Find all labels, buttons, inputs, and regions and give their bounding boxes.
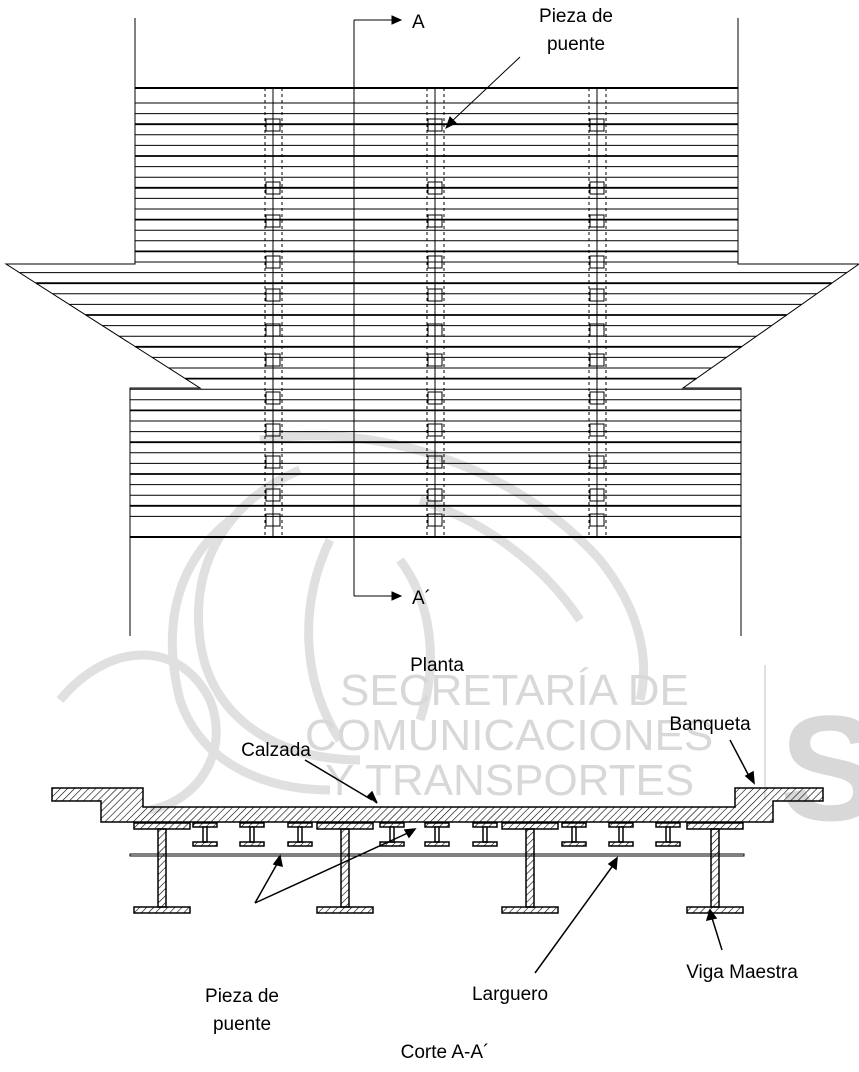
cross-tie	[129, 853, 745, 857]
cross-section	[51, 739, 824, 974]
beam-block	[589, 255, 605, 269]
beam-block	[427, 513, 443, 527]
main-girder	[686, 822, 744, 914]
banqueta-leader	[729, 739, 751, 779]
beam-block	[265, 488, 281, 502]
beam-block	[427, 181, 443, 195]
pieza-leader-left	[254, 863, 278, 904]
stringer	[379, 822, 405, 847]
beam-block	[265, 513, 281, 527]
beam-block	[265, 214, 281, 228]
stringer	[287, 822, 313, 847]
watermark-line-3: Y TRANSPORTES	[325, 756, 694, 805]
beam-block	[265, 288, 281, 302]
beam-block	[427, 288, 443, 302]
viga-maestra-leader	[711, 917, 723, 951]
beam-block	[427, 391, 443, 405]
stringer	[608, 822, 634, 847]
beam-block	[589, 214, 605, 228]
section-label-bottom: A´	[412, 588, 431, 609]
section-title: Corte A-A´	[401, 1042, 490, 1063]
viga-maestra-label: Viga Maestra	[686, 962, 798, 983]
beam-block	[589, 181, 605, 195]
beam-block	[589, 118, 605, 132]
pieza-callout-leader	[449, 56, 521, 124]
stringer	[655, 822, 681, 847]
beam-blocks	[265, 118, 605, 527]
stringer	[239, 822, 265, 847]
beam-block	[265, 455, 281, 469]
deck-slab	[51, 787, 824, 823]
watermark-initials: SCT	[780, 684, 859, 852]
beam-block	[265, 118, 281, 132]
beam-block	[265, 323, 281, 337]
main-girder	[133, 822, 191, 914]
beam-block	[427, 118, 443, 132]
beam-block	[589, 488, 605, 502]
section-arrow-top-head	[391, 15, 403, 25]
plan-view	[4, 15, 859, 636]
beam-block	[265, 181, 281, 195]
beam-block	[427, 214, 443, 228]
beam-block	[427, 455, 443, 469]
beam-block	[265, 353, 281, 367]
beam-block	[427, 323, 443, 337]
plan-callout-line-1: Pieza de	[539, 6, 613, 27]
eagle-seal-watermark	[56, 431, 649, 815]
beam-block	[589, 323, 605, 337]
stringer	[192, 822, 218, 847]
beam-block	[589, 288, 605, 302]
beam-block	[427, 255, 443, 269]
stringer	[472, 822, 498, 847]
pieza-leader-right	[254, 831, 411, 904]
plan-title: Planta	[410, 655, 464, 676]
calzada-label: Calzada	[241, 740, 311, 761]
beam-block	[589, 455, 605, 469]
beam-block	[589, 391, 605, 405]
pieza-callout-head	[445, 116, 457, 130]
plan-callout-line-2: puente	[547, 34, 605, 55]
watermark-line-1: SECRETARÍA DE	[340, 666, 689, 715]
floor-beams-dashed	[264, 88, 607, 537]
beam-block	[589, 513, 605, 527]
pieza-label-line-2: puente	[213, 1014, 271, 1035]
banqueta-label: Banqueta	[669, 714, 751, 735]
stringers	[192, 822, 681, 847]
stringer	[424, 822, 450, 847]
main-girders	[133, 822, 744, 914]
main-girder	[501, 822, 559, 914]
beam-block	[265, 423, 281, 437]
larguero-label: Larguero	[472, 984, 548, 1005]
beam-block	[265, 391, 281, 405]
beam-block	[265, 255, 281, 269]
section-label-top: A	[412, 12, 425, 33]
watermark-line-2: COMUNICACIONES	[305, 711, 713, 760]
section-arrow-bottom-head	[391, 591, 403, 601]
larguero-leader	[534, 863, 615, 974]
beam-block	[427, 423, 443, 437]
main-girder	[316, 822, 374, 914]
beam-block	[427, 353, 443, 367]
calzada-leader	[304, 759, 373, 801]
watermark: SECRETARÍA DE COMUNICACIONES Y TRANSPORT…	[56, 431, 859, 852]
pieza-label-line-1: Pieza de	[205, 986, 279, 1007]
stringer	[561, 822, 587, 847]
beam-block	[589, 423, 605, 437]
beam-block	[427, 488, 443, 502]
beam-block	[589, 353, 605, 367]
plan-outline	[4, 18, 859, 636]
